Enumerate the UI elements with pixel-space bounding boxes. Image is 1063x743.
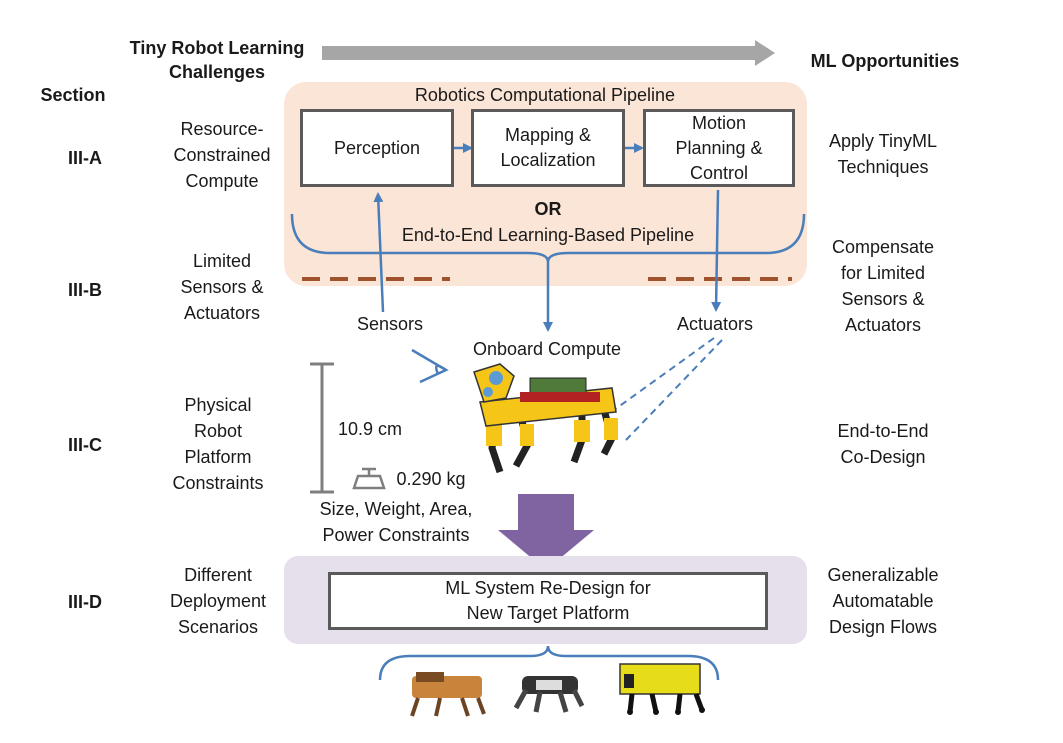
- mapping-label-line: Localization: [500, 150, 596, 170]
- opportunity-a-line: Techniques: [837, 157, 929, 177]
- redesign-line: New Target Platform: [466, 603, 630, 623]
- challenges-header-line2: Challenges: [168, 62, 266, 82]
- section-header: Section: [40, 85, 106, 105]
- perception-label: Perception: [333, 137, 421, 158]
- opportunity-b-line: Sensors &: [841, 289, 925, 309]
- challenge-c-line: Platform: [184, 447, 252, 467]
- e2e-pipeline-label: End-to-End Learning-Based Pipeline: [401, 225, 695, 245]
- constraints-line: Power Constraints: [322, 525, 470, 545]
- challenge-b: Limited Sensors & Actuators: [148, 248, 296, 326]
- opportunity-b-line: for Limited: [840, 263, 926, 283]
- section-id-b: III-B: [68, 280, 102, 300]
- onboard-compute-label: Onboard Compute: [472, 339, 622, 359]
- actuators-label: Actuators: [676, 314, 754, 334]
- section-id-c: III-C: [68, 435, 102, 455]
- challenge-c-line: Physical: [184, 395, 252, 415]
- opportunity-b-line: Actuators: [844, 315, 922, 335]
- challenge-a-line: Constrained: [173, 145, 271, 165]
- section-id-a: III-A: [68, 148, 102, 168]
- height-dimension: [310, 362, 334, 494]
- robot-platform-2: [513, 676, 585, 713]
- challenge-c-line: Robot: [193, 421, 243, 441]
- arrow-sensors-perception: [373, 192, 385, 313]
- constraints-line: Size, Weight, Area,: [319, 499, 473, 519]
- motion-planning-box: Motion Planning & Control: [643, 109, 795, 187]
- opportunity-b: Compensate for Limited Sensors & Actuato…: [808, 234, 958, 338]
- challenge-c: Physical Robot Platform Constraints: [144, 392, 292, 496]
- opportunity-d-line: Design Flows: [828, 617, 938, 637]
- challenge-d-line: Scenarios: [177, 617, 259, 637]
- challenges-header-line1: Tiny Robot Learning: [129, 38, 305, 58]
- redesign-line: ML System Re-Design for: [445, 578, 651, 598]
- constraints-label: Size, Weight, Area, Power Constraints: [296, 496, 496, 548]
- motion-label-line: Control: [689, 162, 748, 183]
- opportunity-d-line: Automatable: [832, 591, 934, 611]
- opportunity-c: End-to-End Co-Design: [808, 418, 958, 470]
- opportunity-c-line: Co-Design: [840, 447, 926, 467]
- opportunity-c-line: End-to-End: [837, 421, 929, 441]
- challenge-a-line: Compute: [185, 171, 259, 191]
- platforms-brace: [378, 645, 720, 681]
- opportunity-d-line: Generalizable: [827, 565, 939, 585]
- mapping-box: Mapping & Localization: [471, 109, 625, 187]
- robot-platform-3: [619, 663, 705, 715]
- eye-icon: [411, 348, 449, 384]
- redesign-down-arrow: [498, 494, 594, 570]
- challenge-b-line: Actuators: [183, 303, 261, 323]
- opportunity-a-line: Apply TinyML: [828, 131, 938, 151]
- opportunity-d: Generalizable Automatable Design Flows: [808, 562, 958, 640]
- opportunities-header: ML Opportunities: [810, 51, 960, 71]
- pipeline-title: Robotics Computational Pipeline: [414, 85, 676, 105]
- challenge-d: Different Deployment Scenarios: [144, 562, 292, 640]
- challenge-b-line: Sensors &: [180, 277, 264, 297]
- height-label: 10.9 cm: [337, 419, 403, 439]
- challenge-d-line: Different: [184, 565, 252, 585]
- challenges-header: Tiny Robot Learning Challenges: [112, 36, 322, 84]
- challenges-to-opportunities-arrow: [322, 40, 775, 66]
- challenge-a-line: Resource-: [180, 119, 264, 139]
- perception-box: Perception: [300, 109, 454, 187]
- motion-label-line: Planning &: [675, 137, 763, 158]
- sensors-label: Sensors: [356, 314, 424, 334]
- challenge-c-line: Constraints: [172, 473, 264, 493]
- opportunity-a: Apply TinyML Techniques: [808, 128, 958, 180]
- actuator-link-1: [602, 337, 715, 419]
- section-id-d: III-D: [68, 592, 102, 612]
- challenge-a: Resource- Constrained Compute: [148, 116, 296, 194]
- redesign-box: ML System Re-Design for New Target Platf…: [328, 572, 768, 630]
- motion-label-line: Motion: [691, 112, 746, 133]
- arrow-motion-actuators: [711, 189, 722, 312]
- scale-icon: [352, 467, 386, 490]
- challenge-b-line: Limited: [192, 251, 252, 271]
- opportunity-b-line: Compensate: [831, 237, 935, 257]
- or-label: OR: [534, 199, 562, 219]
- weight-label: 0.290 kg: [396, 469, 466, 489]
- mapping-label-line: Mapping &: [504, 125, 592, 145]
- robot-main-illustration: [473, 363, 618, 474]
- robot-platform-1: [410, 672, 486, 717]
- challenge-d-line: Deployment: [169, 591, 267, 611]
